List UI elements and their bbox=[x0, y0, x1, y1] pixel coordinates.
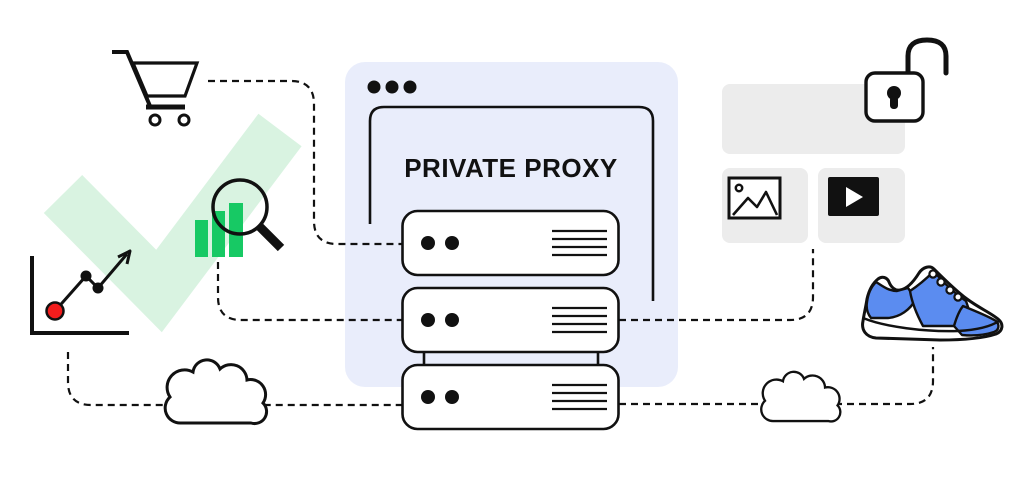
mountains-icon bbox=[732, 190, 779, 216]
green-bar bbox=[229, 203, 243, 257]
server-stack bbox=[401, 209, 620, 431]
start-point-red-dot bbox=[45, 301, 65, 321]
window-dot-icon bbox=[367, 80, 381, 94]
image-placeholder-icon bbox=[722, 168, 808, 243]
cart-wheel-icon bbox=[148, 113, 162, 127]
placeholder-rect bbox=[722, 84, 905, 154]
unlocked-padlock-icon bbox=[864, 37, 949, 123]
window-dot-icon bbox=[385, 80, 399, 94]
data-point bbox=[92, 282, 104, 294]
checkmark-icon bbox=[43, 113, 302, 333]
checkmark-shape bbox=[43, 113, 302, 333]
connector-server3-to-sneaker bbox=[619, 347, 935, 406]
server-body bbox=[401, 209, 620, 277]
server-dot-icon bbox=[421, 313, 435, 327]
cloud-left-icon bbox=[163, 358, 269, 426]
server-body bbox=[401, 363, 620, 431]
connector-server2-to-media bbox=[619, 249, 815, 322]
play-icon bbox=[846, 187, 863, 207]
green-bar bbox=[195, 220, 208, 257]
server-vent-lines bbox=[552, 229, 607, 257]
server-body bbox=[401, 286, 620, 354]
connector-cart-to-server1 bbox=[208, 79, 402, 246]
lace-eyelet bbox=[936, 277, 946, 287]
server-dot-icon bbox=[445, 390, 459, 404]
lace-eyelet bbox=[945, 285, 955, 295]
keyhole-icon bbox=[887, 86, 901, 100]
connector-chart-to-server3 bbox=[66, 352, 402, 407]
lace-eyelet bbox=[953, 292, 963, 302]
video-placeholder-icon bbox=[818, 168, 905, 243]
browser-window: PRIVATE PROXY bbox=[367, 80, 655, 301]
server-unit-3 bbox=[401, 363, 620, 431]
server-unit-2 bbox=[401, 286, 620, 354]
magnifier-handle bbox=[256, 223, 285, 252]
shopping-cart-icon bbox=[112, 50, 200, 127]
server-dot-icon bbox=[445, 236, 459, 250]
green-bar bbox=[212, 211, 225, 257]
window-dot-icon bbox=[403, 80, 417, 94]
chart-axes bbox=[30, 256, 129, 335]
trend-line-chart-icon bbox=[30, 249, 132, 335]
arrowhead-icon bbox=[117, 249, 132, 265]
sneaker-toe-panel bbox=[952, 304, 1000, 337]
connectors bbox=[66, 79, 935, 407]
window-frame bbox=[368, 105, 655, 301]
data-point bbox=[80, 270, 92, 282]
cart-wheel-icon bbox=[177, 113, 191, 127]
sneaker-sole-line bbox=[862, 316, 1000, 333]
cloud-shape bbox=[163, 358, 269, 426]
keyhole-stem bbox=[890, 96, 898, 109]
magnifier-lens bbox=[211, 178, 269, 236]
server-vent-lines bbox=[552, 383, 607, 411]
server-unit-1 bbox=[401, 209, 620, 277]
sneaker-icon bbox=[861, 265, 1004, 342]
sun-icon bbox=[734, 183, 744, 193]
content-block-placeholder bbox=[722, 84, 905, 154]
padlock-shackle bbox=[905, 37, 949, 76]
connector-bars-to-server2 bbox=[216, 262, 402, 322]
trend-line bbox=[53, 253, 129, 312]
cart-basket bbox=[130, 61, 200, 98]
cloud-right-icon bbox=[760, 370, 842, 423]
server-dot-icon bbox=[445, 313, 459, 327]
server-dot-icon bbox=[421, 390, 435, 404]
lace-eyelet bbox=[928, 269, 938, 279]
server-dot-icon bbox=[421, 236, 435, 250]
bar-chart-magnifier-icon bbox=[195, 178, 285, 257]
server-vent-lines bbox=[552, 306, 607, 334]
private-proxy-title: PRIVATE PROXY bbox=[404, 153, 618, 183]
cloud-shape bbox=[760, 370, 842, 423]
